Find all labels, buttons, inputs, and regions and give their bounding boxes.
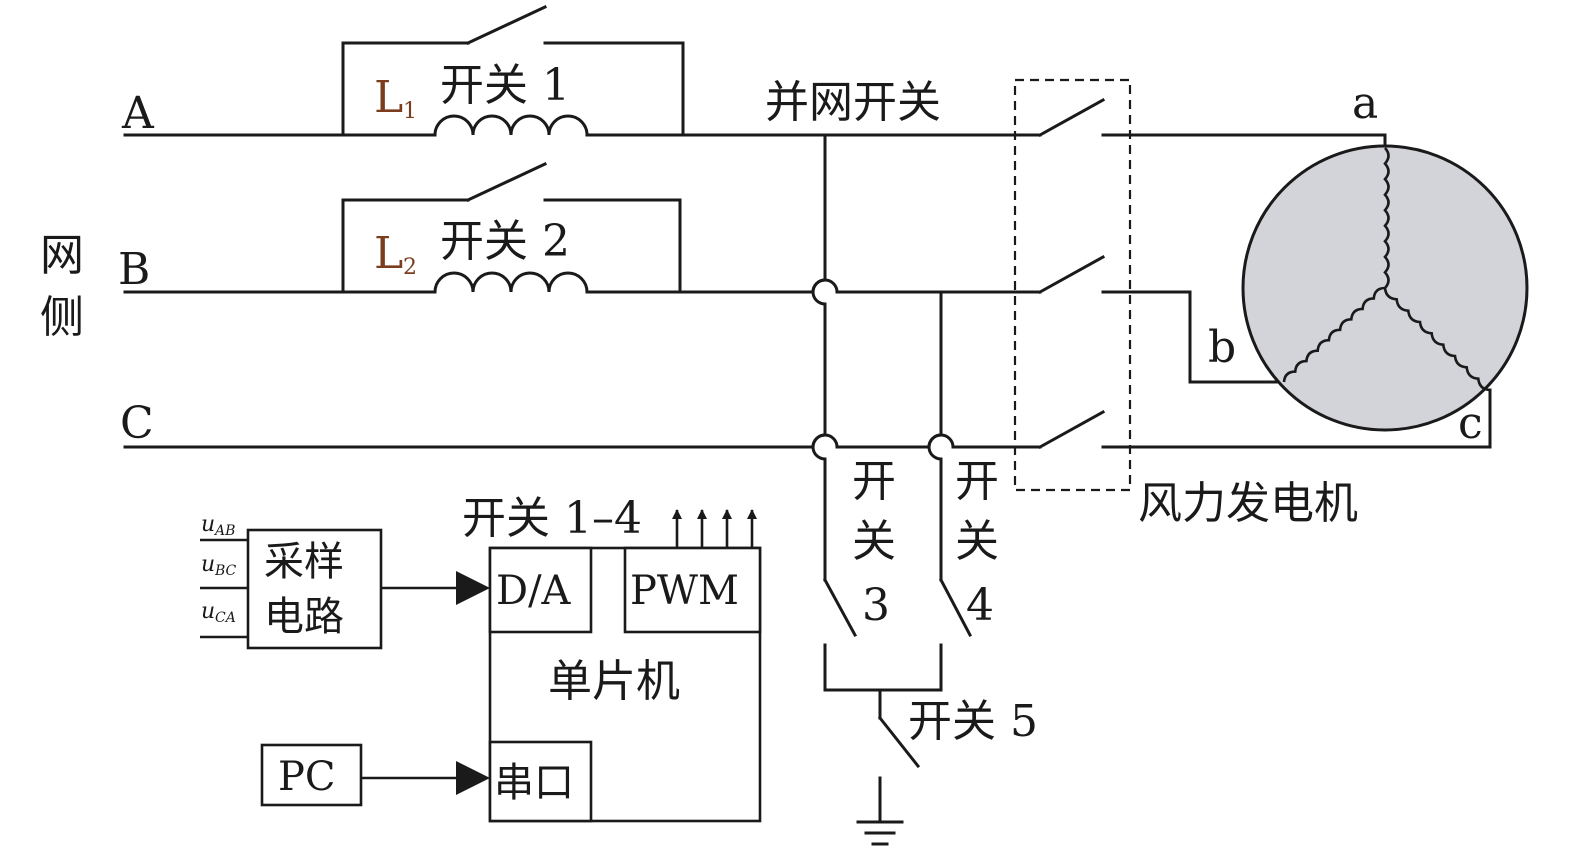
sampling-circuit xyxy=(200,528,490,650)
generator-terminal-b: b xyxy=(1208,322,1236,373)
phase-b-label: B xyxy=(118,244,150,295)
grid-side-label-2: 侧 xyxy=(40,292,84,343)
inductor-2-subscript: 2 xyxy=(403,255,417,280)
switch-3-label-2: 关 xyxy=(852,516,896,567)
switch-2-bypass xyxy=(341,162,682,294)
phase-b-line xyxy=(123,271,1286,384)
voltage-ubc-label: u xyxy=(201,552,215,577)
inductor-1-label: L xyxy=(374,72,403,123)
sampling-label-1: 采样 xyxy=(264,539,344,585)
generator-windings xyxy=(1282,147,1491,392)
phase-c-label: C xyxy=(120,398,154,449)
voltage-uab-label: u xyxy=(201,512,215,537)
phase-a-line xyxy=(123,114,1387,150)
voltage-ubc-subscript: BC xyxy=(214,563,237,579)
grid-switch-dashed-enclosure xyxy=(1013,78,1132,492)
generator-coil xyxy=(1383,287,1491,392)
generator-coil xyxy=(1383,147,1390,289)
wind-generator xyxy=(1241,144,1529,432)
serial-port-label: 串口 xyxy=(494,760,574,806)
switch-1-4-label: 开关 1–4 xyxy=(462,493,642,544)
da-label: D/A xyxy=(496,568,572,614)
voltage-uca-label: u xyxy=(201,599,215,624)
phase-a-label: A xyxy=(121,88,155,139)
pc-block xyxy=(260,743,490,807)
voltage-uca-subscript: CA xyxy=(215,610,236,626)
grid-switch-label: 并网开关 xyxy=(765,77,941,128)
grid-side-label-1: 网 xyxy=(40,230,84,281)
inductor-2-label: L xyxy=(374,228,403,279)
switch-5-and-ground xyxy=(823,643,943,846)
switch-4-label-2: 关 xyxy=(955,516,999,567)
switch-3-label-1: 开 xyxy=(852,456,896,507)
pc-label: PC xyxy=(278,754,336,800)
generator-label: 风力发电机 xyxy=(1138,478,1358,529)
switch-2-label: 开关 2 xyxy=(440,216,570,267)
mcu-label: 单片机 xyxy=(548,656,680,707)
pwm-label: PWM xyxy=(630,568,739,614)
mcu-block xyxy=(488,509,762,823)
generator-terminal-a: a xyxy=(1352,78,1378,129)
generator-terminal-c: c xyxy=(1458,398,1483,449)
sampling-label-2: 电路 xyxy=(264,594,344,640)
grid-connection-switches xyxy=(1037,97,1106,450)
switch-4-branch xyxy=(927,290,973,638)
switch-1-bypass xyxy=(341,5,685,137)
phase-c-line xyxy=(123,388,1492,449)
voltage-uab-subscript: AB xyxy=(213,523,235,539)
switch-5-label: 开关 5 xyxy=(908,696,1038,747)
switch-3-label-3: 3 xyxy=(862,580,890,631)
switch-4-label-1: 开 xyxy=(955,456,999,507)
switch-3-branch xyxy=(811,133,858,638)
switch-1-label: 开关 1 xyxy=(440,60,570,111)
generator-coil xyxy=(1282,286,1386,383)
switch-4-label-3: 4 xyxy=(966,580,994,631)
inductor-1-subscript: 1 xyxy=(403,99,417,124)
